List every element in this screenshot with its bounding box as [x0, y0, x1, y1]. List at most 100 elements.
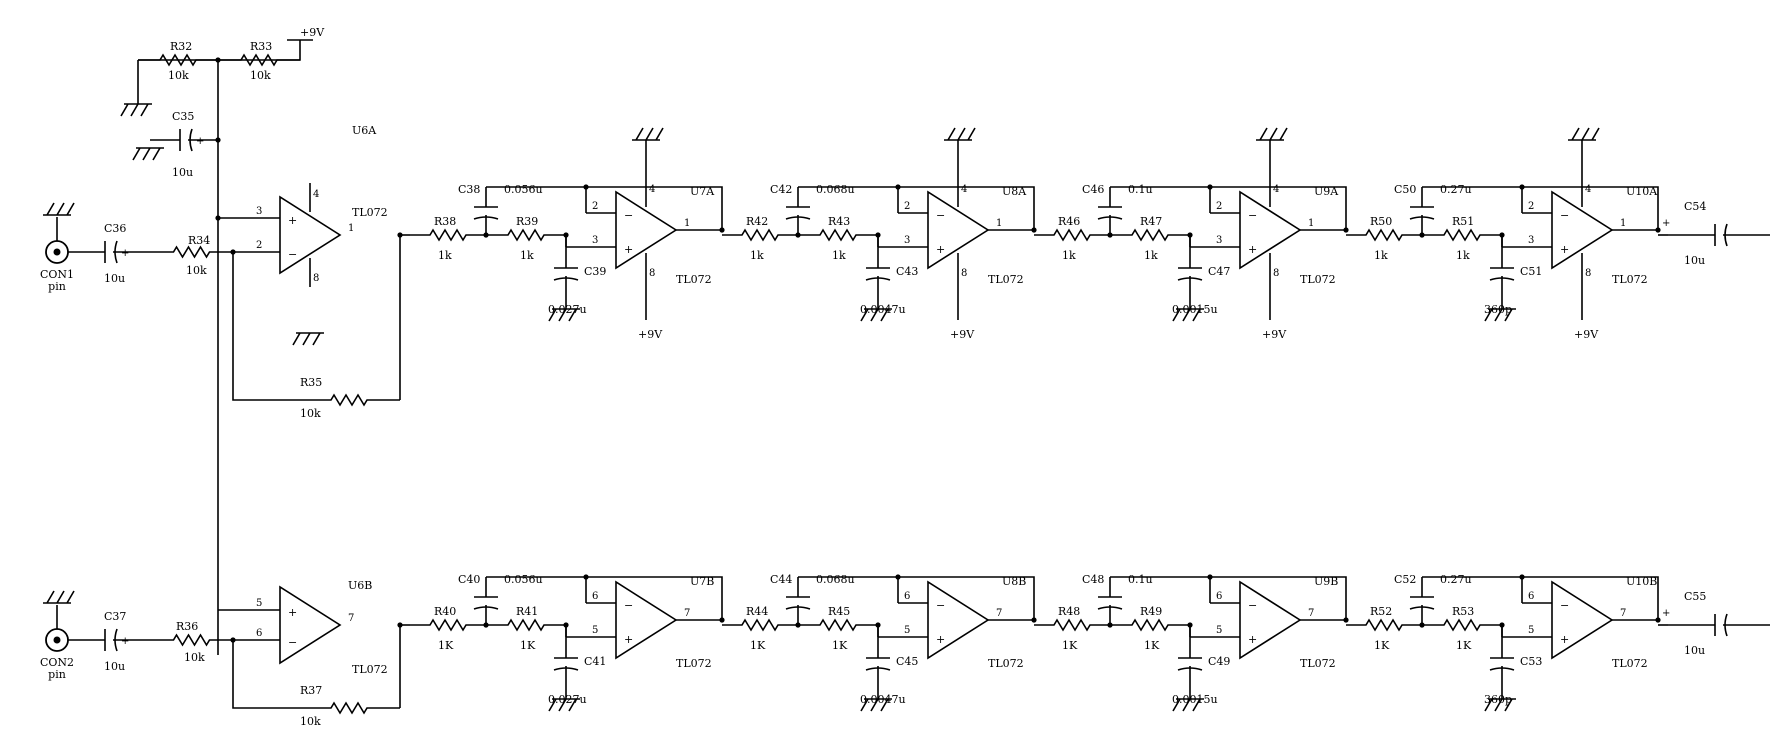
value-R51: 1k [1456, 249, 1470, 262]
op-amp-input-sign: − [288, 248, 297, 261]
pin-number: 2 [904, 201, 910, 212]
opamp-ref-U9A: U9A [1314, 185, 1339, 198]
opamp-ref-U10A: U10A [1626, 185, 1658, 198]
ref-C46: C46 [1082, 183, 1104, 196]
capacitor-C35 [189, 128, 193, 152]
junction-dot [719, 617, 725, 623]
ground-symbol [860, 308, 892, 322]
resistor-R32 [138, 53, 218, 67]
value-R33: 10k [250, 69, 271, 82]
wire [486, 186, 723, 230]
wire [486, 576, 723, 620]
value-C45: 0.0047u [860, 693, 906, 706]
wires [56, 39, 1668, 709]
junction-dot [1655, 617, 1661, 623]
ground-symbol [1172, 698, 1204, 712]
polarity-mark: + [121, 636, 129, 647]
value-C53: 360p [1484, 693, 1512, 706]
ref-C39: C39 [584, 265, 606, 278]
op-amp-input-sign: + [624, 633, 633, 646]
ref-R40: R40 [434, 605, 456, 618]
wire [1422, 186, 1659, 230]
pin-number: 6 [1528, 591, 1534, 602]
polarity-mark: + [196, 136, 204, 147]
ground-symbol [632, 127, 664, 141]
junction-dot [1031, 617, 1037, 623]
resistor-R53 [1422, 618, 1502, 632]
op-amp-input-sign: + [1560, 633, 1569, 646]
op-amp-U7A [615, 190, 678, 270]
value-C50: 0.27u [1440, 183, 1472, 196]
ref-C40: C40 [458, 573, 480, 586]
ref-R50: R50 [1370, 215, 1392, 228]
capacitor-C44 [785, 606, 811, 610]
pin-number: 2 [592, 201, 598, 212]
resistor-R36 [150, 633, 233, 647]
op-amp-U9A [1239, 190, 1302, 270]
connector-ref: CON1 [40, 268, 74, 281]
ref-R35: R35 [300, 376, 322, 389]
value-C40: 0.056u [504, 573, 543, 586]
junction-dot [1343, 227, 1349, 233]
op-amp-U8A [927, 190, 990, 270]
op-amp-input-sign: − [1560, 209, 1569, 222]
op-amp-input-sign: + [288, 606, 297, 619]
capacitor-C52 [1409, 606, 1435, 610]
value-C39: 0.027u [548, 303, 587, 316]
value-C55: 10u [1684, 644, 1705, 657]
resistor-R44 [722, 618, 798, 632]
value-C49: 0.0015u [1172, 693, 1218, 706]
value-R40: 1K [438, 639, 454, 652]
value-C44: 0.068u [816, 573, 855, 586]
ref-C50: C50 [1394, 183, 1416, 196]
pin-number: 3 [256, 206, 262, 217]
pin-number: 5 [1216, 625, 1222, 636]
ref-C43: C43 [896, 265, 918, 278]
op-amp-U9B [1239, 580, 1302, 660]
value-C51: 360p [1484, 303, 1512, 316]
resistor-R40 [410, 618, 486, 632]
ground-symbol [1172, 308, 1204, 322]
supply-pin-number: 4 [1273, 184, 1279, 195]
ground-symbol [43, 590, 75, 604]
op-amp-U8B [927, 580, 990, 660]
value-R48: 1K [1062, 639, 1078, 652]
ref-C52: C52 [1394, 573, 1416, 586]
wire [798, 576, 1035, 620]
opamp-ref-U7B: U7B [690, 575, 714, 588]
supply-pin-number: 4 [313, 189, 319, 200]
capacitor-C38 [473, 216, 499, 220]
wire [232, 640, 298, 709]
op-amp-input-sign: − [288, 636, 297, 649]
ref-R34: R34 [188, 234, 210, 247]
bnc-connector-pin [53, 636, 61, 644]
connector-pin-label: pin [48, 280, 66, 293]
ref-R44: R44 [746, 605, 768, 618]
junction-dot [230, 249, 236, 255]
capacitor-C37 [114, 628, 118, 652]
ref-C54: C54 [1684, 200, 1706, 213]
capacitor-C40 [473, 606, 499, 610]
value-R45: 1K [832, 639, 848, 652]
value-C35: 10u [172, 166, 193, 179]
supply-pin-number: 8 [961, 268, 967, 279]
junction-dot [583, 574, 589, 580]
capacitor-C51 [1489, 277, 1515, 281]
capacitor-C54 [1724, 223, 1728, 247]
resistor-R46 [1034, 228, 1110, 242]
capacitor-C55 [1724, 613, 1728, 637]
value-C46: 0.1u [1128, 183, 1153, 196]
ground-symbol [43, 202, 75, 216]
junction-dot [1031, 227, 1037, 233]
value-R41: 1K [520, 639, 536, 652]
op-amp-input-sign: − [936, 599, 945, 612]
ref-C37: C37 [104, 610, 126, 623]
op-amp-input-sign: + [1248, 243, 1257, 256]
value-R42: 1k [750, 249, 764, 262]
ref-C53: C53 [1520, 655, 1542, 668]
resistor-R33 [218, 53, 300, 67]
supply-label: +9V [300, 26, 325, 39]
polarity-mark: + [1662, 218, 1670, 229]
pin-number: 5 [256, 598, 262, 609]
capacitor-C39 [553, 277, 579, 281]
